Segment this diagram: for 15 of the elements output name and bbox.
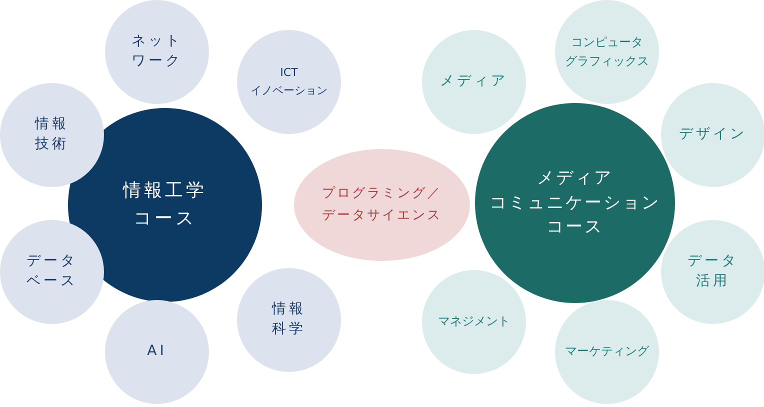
circle-label: コンピュータグラフィックス <box>565 34 649 70</box>
circle-label: デザイン <box>679 125 747 144</box>
circle-label: メディア <box>440 72 508 92</box>
circle-label: メディアコミュニケーションコース <box>490 167 660 240</box>
circle-label: ネットワーク <box>132 32 182 71</box>
circle-label: マーケティング <box>565 343 649 360</box>
circle-label: 情報科学 <box>272 300 306 339</box>
circle-label: データ活用 <box>688 252 738 291</box>
circle-label: データベース <box>26 252 78 291</box>
circle-label: プログラミング／データサイエンス <box>322 184 442 225</box>
circle-label: ICTイノベーション <box>250 65 328 99</box>
circle-label: AI <box>147 342 167 362</box>
circle-label: 情報工学コース <box>123 179 207 231</box>
circle-label: 情報技術 <box>35 115 69 154</box>
circle-label: マネジメント <box>438 313 510 330</box>
